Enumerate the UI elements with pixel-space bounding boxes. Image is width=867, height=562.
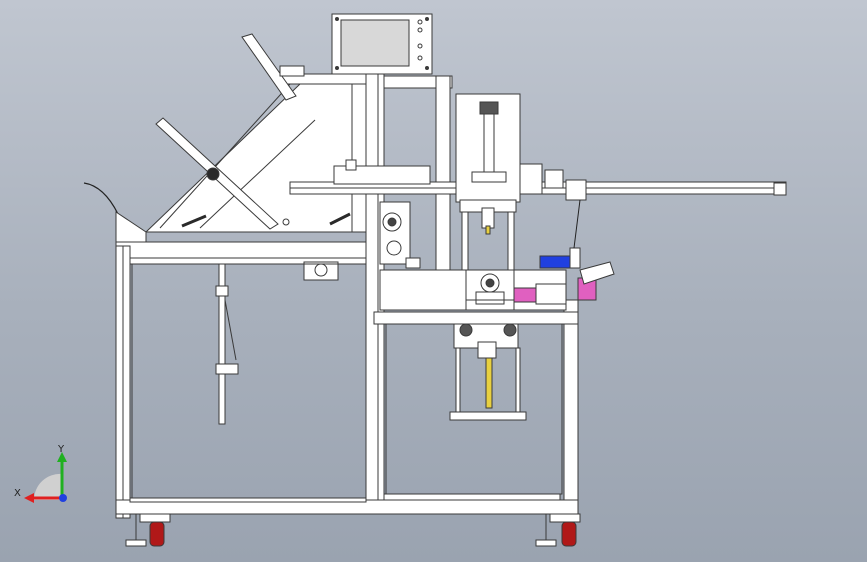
feed-hopper xyxy=(83,33,373,233)
y-axis-label: Y xyxy=(57,444,65,455)
press-head xyxy=(379,199,615,311)
caster-left xyxy=(125,513,171,547)
lower-lift xyxy=(449,323,527,421)
upper-chute xyxy=(241,33,297,101)
caster-wheels xyxy=(125,513,581,547)
yellow-rod xyxy=(485,357,493,409)
z-axis-dot xyxy=(59,494,67,502)
hmi-touch-screen xyxy=(331,13,433,75)
cylinder-assembly xyxy=(455,93,521,273)
hmi-display xyxy=(340,19,410,67)
pivot-knob xyxy=(206,167,220,181)
blue-valve xyxy=(539,255,573,269)
machine-deck xyxy=(115,211,379,281)
x-axis-label: X xyxy=(14,488,21,499)
axis-triad: Y X xyxy=(14,444,67,503)
guide-rod xyxy=(215,263,239,425)
cable xyxy=(83,182,119,215)
pusher-rail xyxy=(289,159,787,201)
caster-right xyxy=(535,513,581,547)
pink-block xyxy=(513,287,537,303)
gear-unit xyxy=(379,201,421,269)
